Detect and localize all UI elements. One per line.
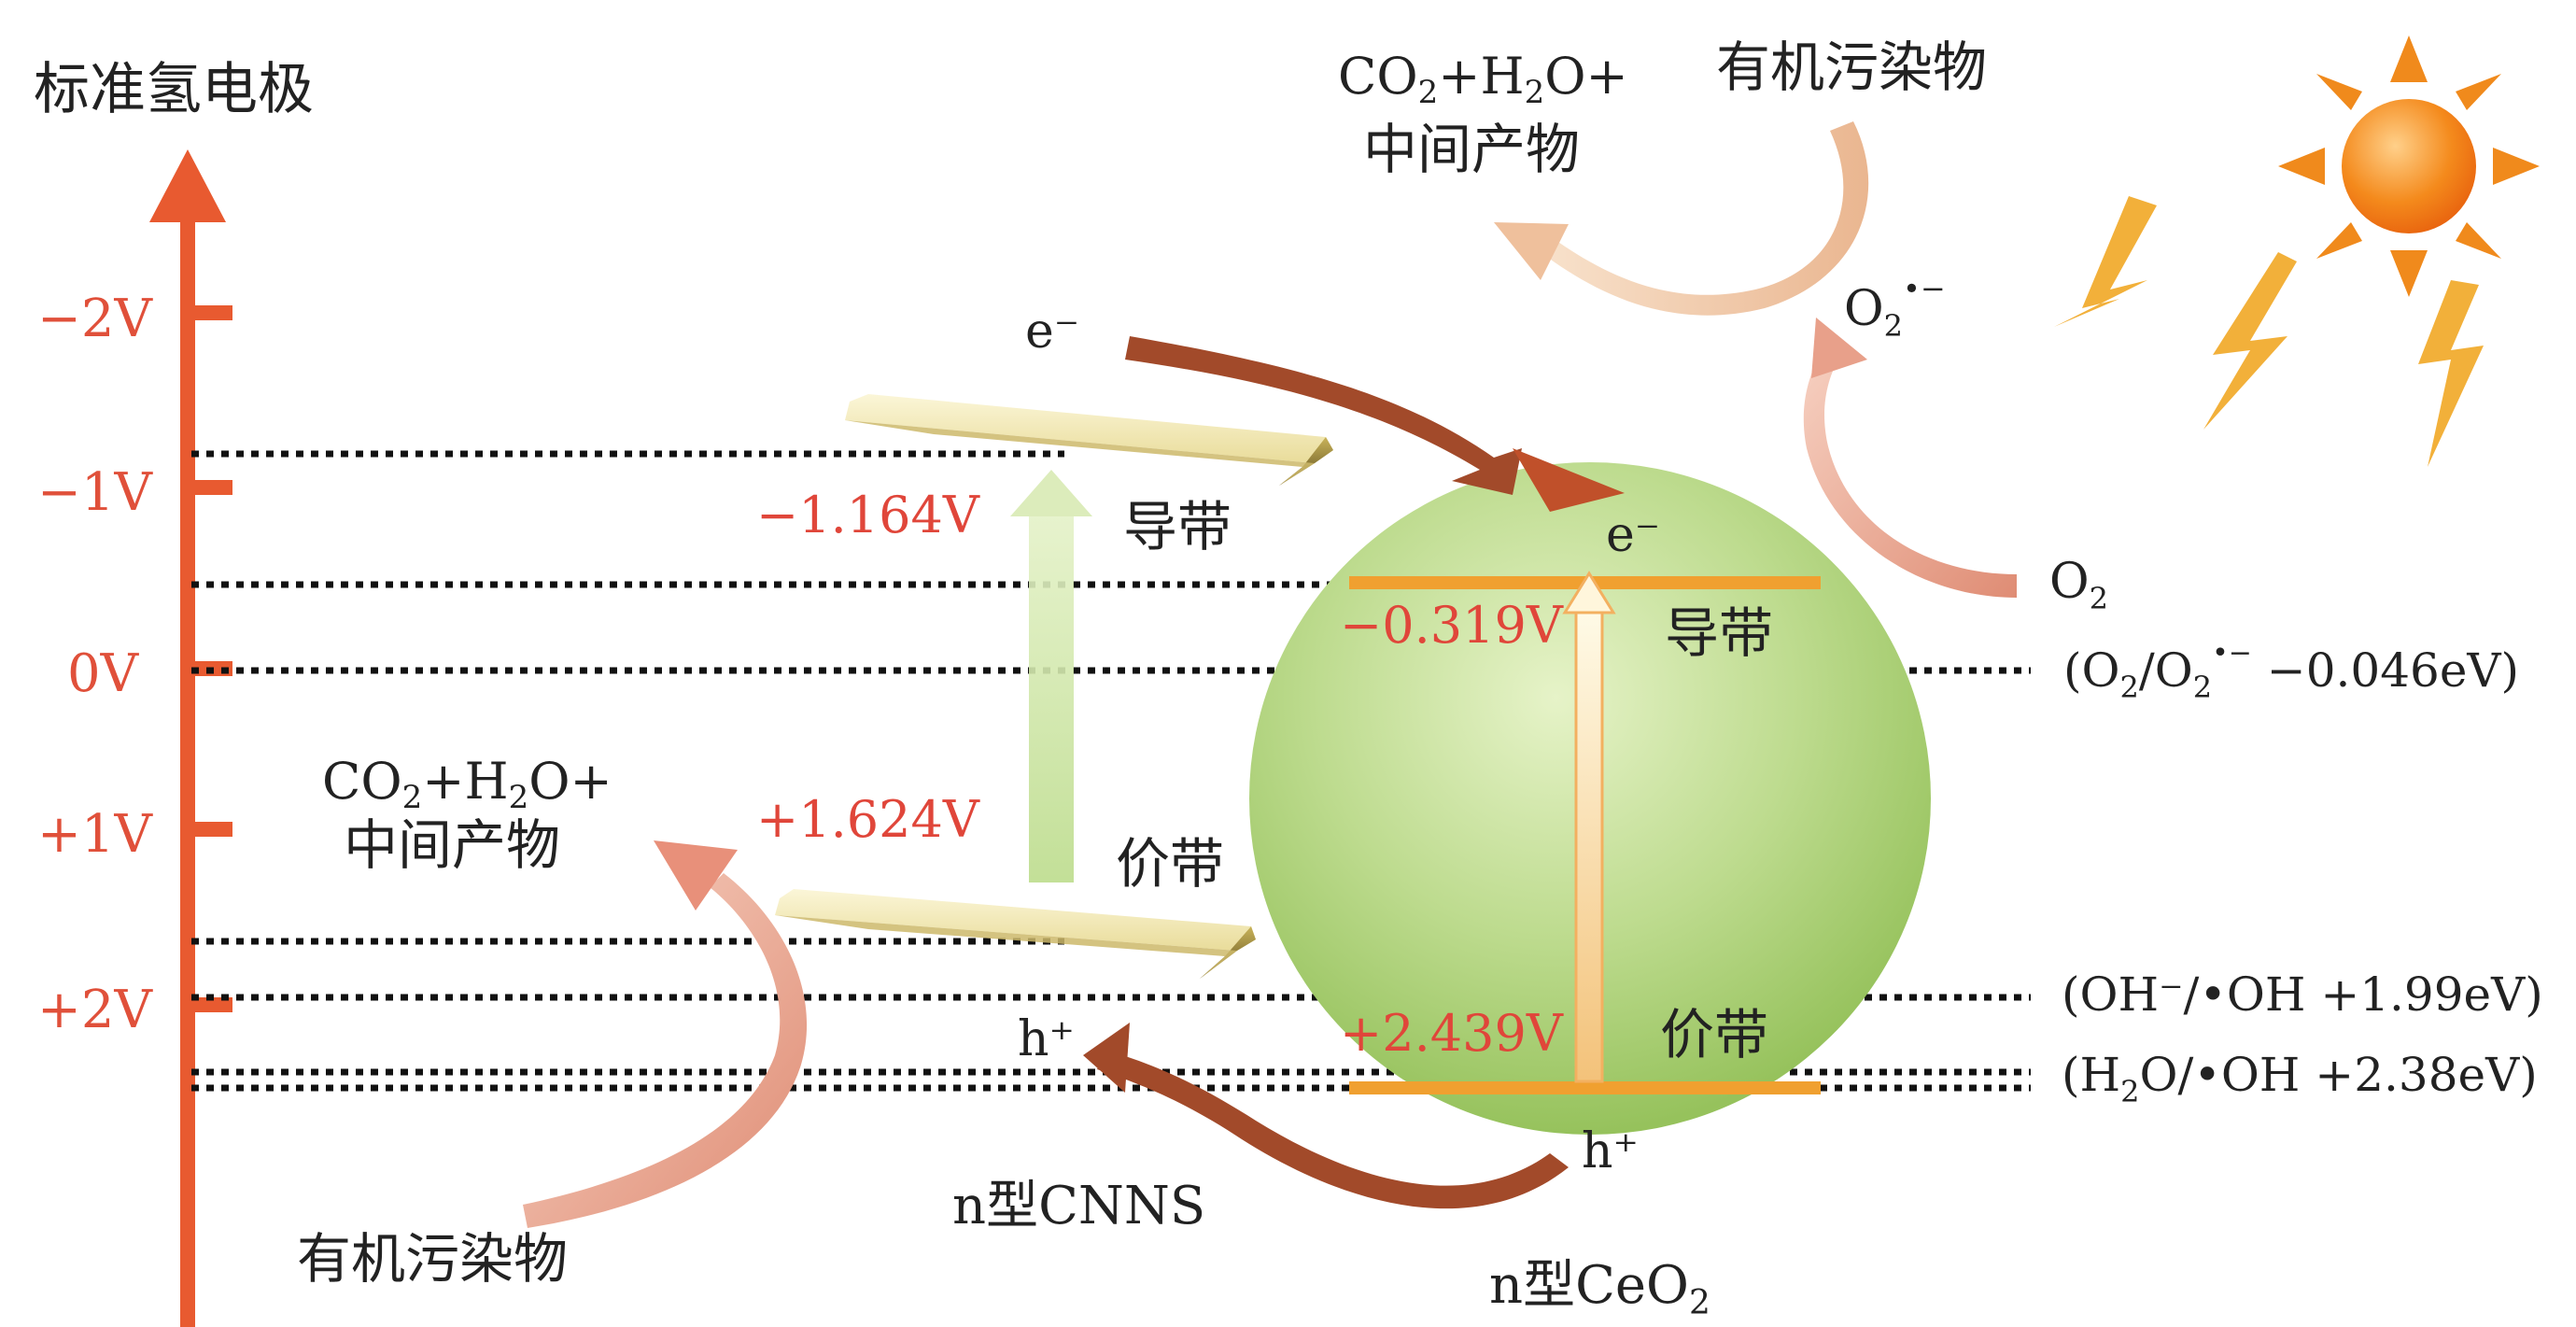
ceo2-cb-value: −0.319V [1340,596,1564,655]
ceo2-name-sub: 2 [1689,1284,1710,1322]
ceo2-excitation-arrowhead [1562,571,1616,614]
o2-label: O2 [2049,554,2108,616]
axis-tick-plus1 [180,822,232,837]
axis-tick-label-plus2: +2V [37,980,154,1040]
cnns-electron-label: e⁻ [1025,304,1079,360]
o2-potential-label: (O2/O2•− −0.046eV) [2063,637,2519,705]
axis-tick-plus2 [180,997,232,1012]
lightning-icon [2054,196,2484,467]
cnns-conduction-band-slab [845,394,1333,486]
ceo2-vb-value: +2.439V [1340,1004,1564,1063]
left-degradation-arrow [523,840,808,1228]
cnns-excitation-arrow [1010,470,1092,882]
ceo2-excitation-arrow [1574,603,1604,1083]
axis-tick-minus2 [180,305,232,320]
cnns-cb-value: −1.164V [756,486,980,544]
top-product-line1: CO2+H2O+ [1338,47,1628,111]
ceo2-valence-band [1349,1081,1821,1094]
top-reactant-label: 有机污染物 [1716,35,1987,99]
axis-tick-label-plus1: +1V [37,804,154,865]
axis-arrowhead [149,149,226,222]
cnns-name: n型CNNS [952,1176,1205,1236]
ceo2-cb-label: 导带 [1665,601,1773,665]
o2-radical-label: O2•− [1844,271,1946,344]
ceo2-name-main: n型CeO [1489,1255,1689,1316]
axis-tick-label-minus1: −1V [37,462,154,523]
ceo2-name: n型CeO2 [1489,1255,1710,1322]
axis-tick-label-0: 0V [67,643,140,704]
cnns-vb-value: +1.624V [756,790,980,849]
ceo2-electron-label: e⁻ [1606,507,1660,563]
top-degradation-arrow [1494,121,1869,316]
ceo2-particle [1249,462,1931,1135]
oh-potential-label: (OH⁻/•OH +1.99eV) [2062,967,2543,1022]
electron-transfer-arrow [1125,336,1625,512]
left-product-line2: 中间产物 [344,813,560,877]
top-product-line2: 中间产物 [1363,118,1580,181]
sun-icon [2278,35,2540,297]
cnns-cb-label: 导带 [1123,495,1232,558]
oxygen-reduction-arrow [1803,318,2017,598]
potential-axis [149,149,232,1327]
left-reactant-label: 有机污染物 [297,1227,568,1291]
axis-title: 标准氢电极 [34,57,314,122]
axis-tick-label-minus2: −2V [37,289,154,349]
cnns-hole-label: h⁺ [1018,1011,1075,1067]
cnns-vb-label: 价带 [1116,832,1224,896]
axis-tick-minus1 [180,480,232,495]
ceo2-vb-label: 价带 [1660,1003,1768,1066]
h2o-potential-label: (H2O/•OH +2.38eV) [2062,1048,2538,1109]
cnns-valence-band-slab [775,889,1256,979]
axis-line [180,215,195,1327]
left-product-line1: CO2+H2O+ [322,752,612,816]
ceo2-hole-label: h⁺ [1582,1123,1639,1179]
hole-transfer-arrow [1083,1023,1569,1209]
